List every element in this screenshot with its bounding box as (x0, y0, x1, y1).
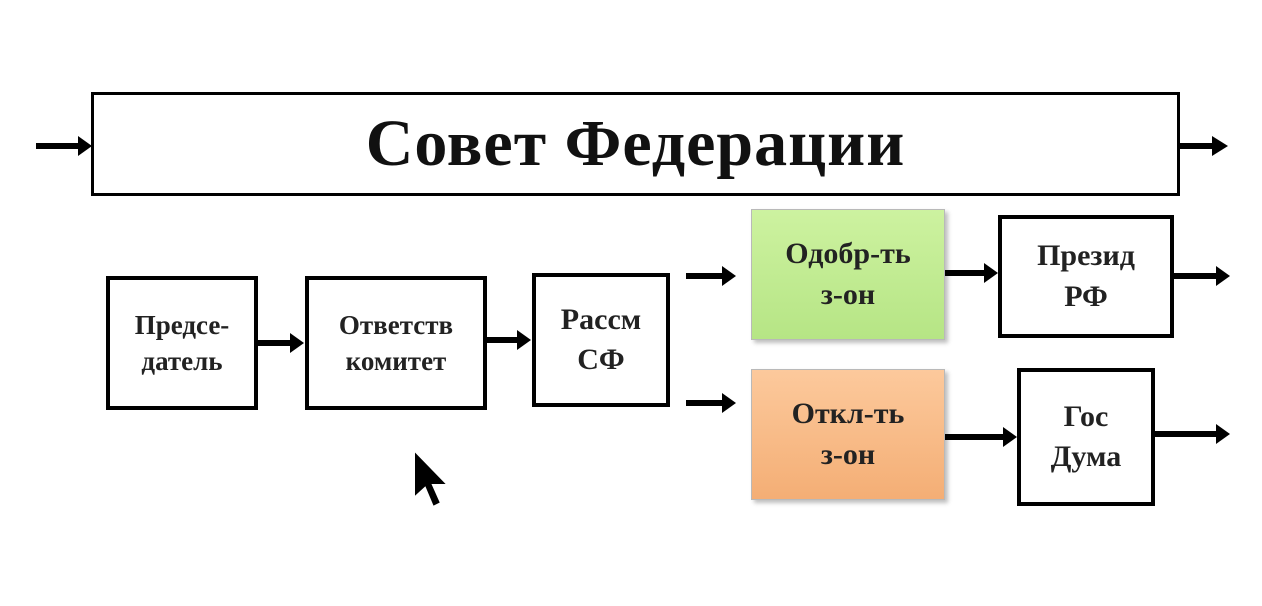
box-approve: Одобр-ть з-он (751, 209, 945, 340)
arrowhead (78, 136, 92, 156)
box-reject: Откл-ть з-он (751, 369, 945, 500)
arrowhead (517, 330, 531, 350)
box-committee: Ответств комитет (305, 276, 487, 410)
arrowhead (1216, 266, 1230, 286)
box-duma: Гос Дума (1017, 368, 1155, 506)
box-chairman: Предсе- датель (106, 276, 258, 410)
arrowhead (722, 393, 736, 413)
box-reject-label: Откл-ть з-он (791, 397, 905, 471)
arrowhead (984, 263, 998, 283)
arrowhead (1216, 424, 1230, 444)
arrowhead (1212, 136, 1228, 156)
box-review-label: Рассм СФ (560, 302, 642, 377)
box-chairman-label: Предсе- датель (134, 309, 230, 376)
box-president: Презид РФ (998, 215, 1174, 338)
arrowhead (1003, 427, 1017, 447)
box-approve-label: Одобр-ть з-он (785, 237, 911, 311)
box-committee-label: Ответств комитет (338, 309, 454, 376)
box-review: Рассм СФ (532, 273, 670, 407)
title-box: Совет Федерации (91, 92, 1180, 196)
box-president-label: Презид РФ (1037, 239, 1135, 313)
arrowhead (722, 266, 736, 286)
box-duma-label: Гос Дума (1050, 399, 1122, 474)
mouse-cursor-icon (413, 447, 451, 509)
arrowhead (290, 333, 304, 353)
title-text: Совет Федерации (365, 107, 906, 181)
